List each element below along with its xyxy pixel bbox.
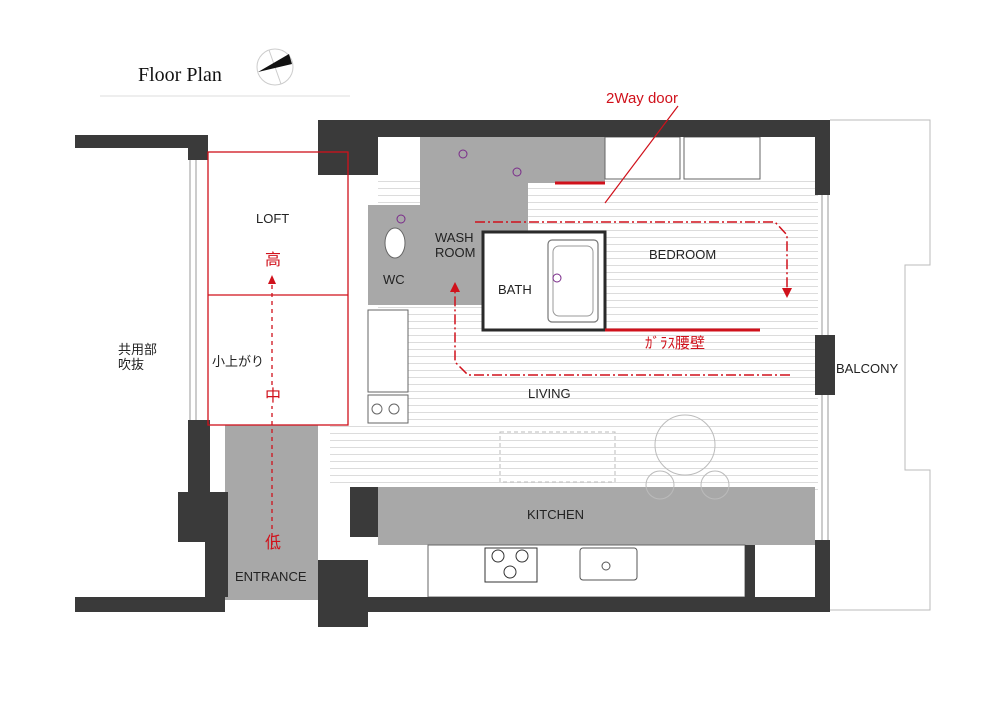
north-arrow-icon xyxy=(256,48,294,86)
balcony-label: BALCONY xyxy=(836,361,899,376)
glass-wall-label: ｶﾞﾗｽ腰壁 xyxy=(645,335,706,352)
stove xyxy=(484,547,538,583)
level-mid-label: 中 xyxy=(265,388,282,407)
kitchen-floor xyxy=(378,487,815,545)
wash-room-label-2: ROOM xyxy=(435,245,476,260)
two-way-door-label: 2Way door xyxy=(606,90,678,107)
wash-room-label-1: WASH xyxy=(435,230,474,245)
wc-label: WC xyxy=(383,272,405,287)
kitchen-label: KITCHEN xyxy=(527,507,585,522)
sink xyxy=(579,547,638,581)
bath-room xyxy=(481,230,607,332)
entrance-label: ENTRANCE xyxy=(235,569,307,584)
hall-floor xyxy=(330,425,435,487)
circulation-arrow-living xyxy=(454,290,790,376)
circulation-arrow-bedroom xyxy=(475,221,788,290)
loft-label: LOFT xyxy=(256,211,290,226)
living-label: LIVING xyxy=(528,386,571,401)
page-title: Floor Plan xyxy=(138,64,222,86)
void-label-1: 共用部 xyxy=(118,342,158,357)
loft-outline xyxy=(207,151,349,426)
raised-area-label: 小上がり xyxy=(212,354,265,370)
walls xyxy=(75,120,835,627)
closet-floor xyxy=(528,137,605,183)
level-high-label: 高 xyxy=(265,252,282,269)
toilet xyxy=(384,227,406,259)
bedroom-label: BEDROOM xyxy=(649,247,717,262)
void-label-2: 吹抜 xyxy=(118,357,145,372)
bathtub xyxy=(547,239,599,323)
bath-label: BATH xyxy=(498,282,532,297)
level-low-label: 低 xyxy=(265,535,282,552)
